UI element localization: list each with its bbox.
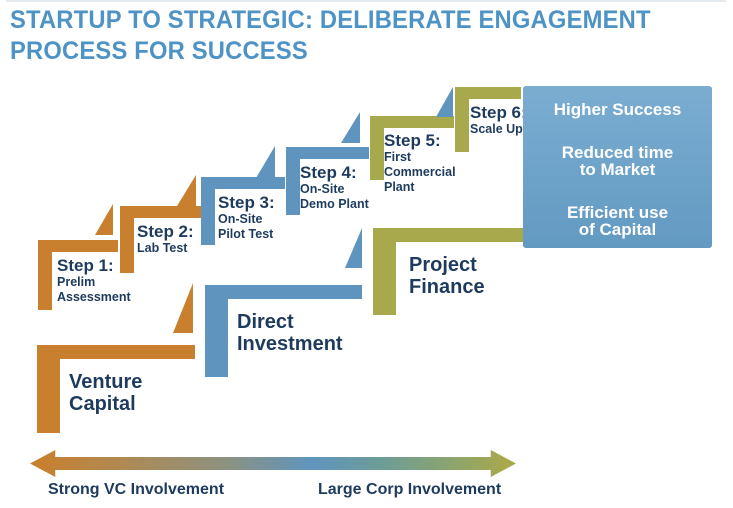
step-3-transition-triangle-icon [177, 175, 196, 206]
step-5-text: Step 5: First Commercial Plant [384, 131, 456, 195]
direct-investment-label-line: Investment [237, 333, 343, 355]
benefit-line: Higher Success [553, 100, 682, 119]
step-2-transition-triangle-icon [95, 204, 113, 235]
step-1-label: Step 1: [57, 256, 114, 275]
direct-investment-transition-triangle-icon [173, 283, 193, 333]
project-finance-bracket [373, 228, 523, 315]
step-5-subline: First [384, 150, 412, 164]
step-3-subline: Pilot Test [218, 227, 274, 241]
involvement-gradient-arrow-icon [30, 450, 516, 477]
step-5-subline: Commercial [384, 165, 456, 179]
benefit-line: Efficient use [566, 202, 669, 222]
slide-top-edge [6, 0, 726, 2]
step-3-label: Step 3: [218, 193, 275, 212]
step-5-subline: Plant [384, 180, 415, 194]
direct-investment-label: Direct Investment [237, 311, 343, 355]
venture-capital-bracket [37, 345, 195, 433]
step-4-subline: Demo Plant [300, 197, 369, 211]
step-6-transition-triangle-icon [436, 87, 453, 117]
project-finance-label-line: Finance [409, 276, 485, 298]
step-4-bracket [286, 147, 369, 215]
benefit-line: of Capital [578, 220, 657, 239]
step-3-bracket [201, 177, 285, 245]
project-finance-label-line: Project [409, 254, 477, 276]
project-finance-label: Project Finance [409, 254, 485, 298]
direct-investment-bracket [205, 285, 362, 377]
step-5-label: Step 5: [384, 131, 441, 150]
step-1-text: Step 1: Prelim Assessment [57, 256, 131, 305]
step-1-subline: Prelim [57, 275, 96, 289]
step-4-label: Step 4: [300, 163, 357, 182]
page-title: STARTUP TO STRATEGIC: DELIBERATE ENGAGEM… [10, 5, 651, 67]
benefit-line: to Market [579, 160, 656, 179]
direct-investment-label-line: Direct [237, 311, 294, 333]
title-line-1: STARTUP TO STRATEGIC: DELIBERATE ENGAGEM… [10, 6, 651, 34]
venture-capital-label-line: Capital [69, 393, 136, 415]
step-6-label: Step 6: [470, 103, 527, 122]
step-6-text: Step 6: Scale Up [470, 103, 527, 137]
step-4-transition-triangle-icon [256, 146, 275, 178]
step-4-text: Step 4: On-Site Demo Plant [300, 163, 369, 212]
venture-capital-label: Venture Capital [69, 371, 142, 415]
benefits-box: Higher Success Reduced time to Market Ef… [523, 86, 712, 248]
benefit-line: Reduced time [561, 142, 674, 162]
benefit-item: Reduced time to Market [561, 142, 674, 179]
benefit-item: Efficient use of Capital [566, 202, 669, 239]
step-6-subline: Scale Up [470, 122, 523, 136]
step-2-subline: Lab Test [137, 241, 188, 255]
step-6-bracket [455, 87, 521, 152]
step-2-label: Step 2: [137, 222, 194, 241]
step-5-transition-triangle-icon [341, 112, 360, 143]
step-1-bracket [38, 240, 118, 310]
step-3-subline: On-Site [218, 212, 263, 226]
project-finance-transition-triangle-icon [345, 228, 362, 268]
step-2-bracket [120, 206, 201, 273]
step-3-text: Step 3: On-Site Pilot Test [218, 193, 275, 242]
step-1-subline: Assessment [57, 290, 131, 304]
step-2-text: Step 2: Lab Test [137, 222, 194, 256]
step-4-subline: On-Site [300, 182, 345, 196]
title-line-2: PROCESS FOR SUCCESS [10, 37, 308, 65]
axis-label-left: Strong VC Involvement [48, 481, 225, 498]
benefit-item: Higher Success [554, 101, 682, 119]
step-5-bracket [370, 116, 454, 180]
venture-capital-label-line: Venture [69, 371, 143, 393]
axis-label-right: Large Corp Involvement [318, 481, 502, 498]
